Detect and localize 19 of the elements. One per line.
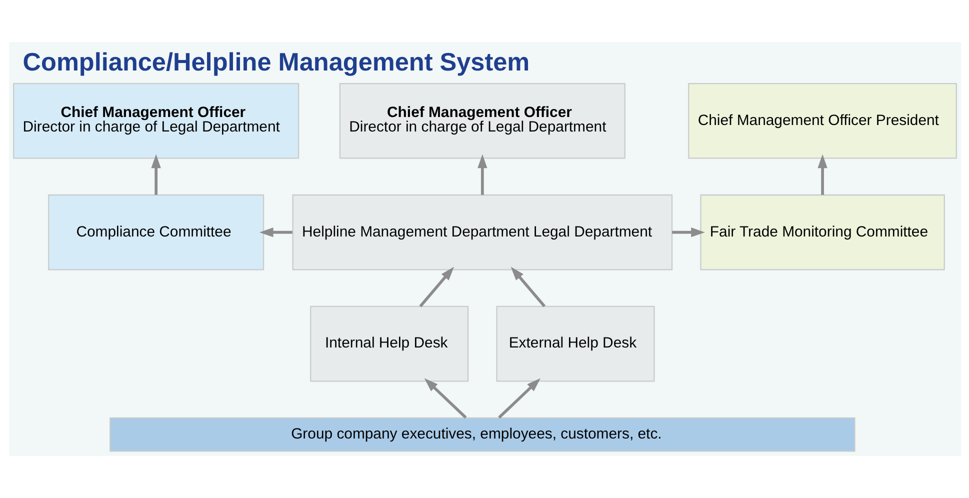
arrow — [150, 154, 160, 195]
node-box: Helpline Management Department Legal Department — [292, 194, 672, 270]
arrow — [258, 228, 292, 238]
node-box: Compliance Committee — [48, 194, 264, 270]
node-box: Group company executives, employees, customers, etc. — [109, 417, 855, 452]
arrow — [477, 154, 487, 195]
arrow — [817, 154, 827, 195]
node-box: Chief Management Officer Director in charge of Legal Department — [338, 82, 625, 159]
arrow — [424, 378, 466, 419]
arrow — [672, 228, 704, 238]
arrow — [418, 266, 454, 308]
node-box: Chief Management Officer President — [688, 82, 956, 159]
node-box: Fair Trade Monitoring Committee — [700, 194, 944, 270]
node-box: Internal Help Desk — [310, 306, 468, 382]
arrow — [498, 378, 540, 419]
node-box: External Help Desk — [496, 306, 654, 382]
arrow — [510, 266, 546, 308]
node-box: Chief Management Officer Director in charge of Legal Department — [12, 82, 299, 159]
diagram-title: Compliance/Helpline Management System — [22, 48, 530, 76]
